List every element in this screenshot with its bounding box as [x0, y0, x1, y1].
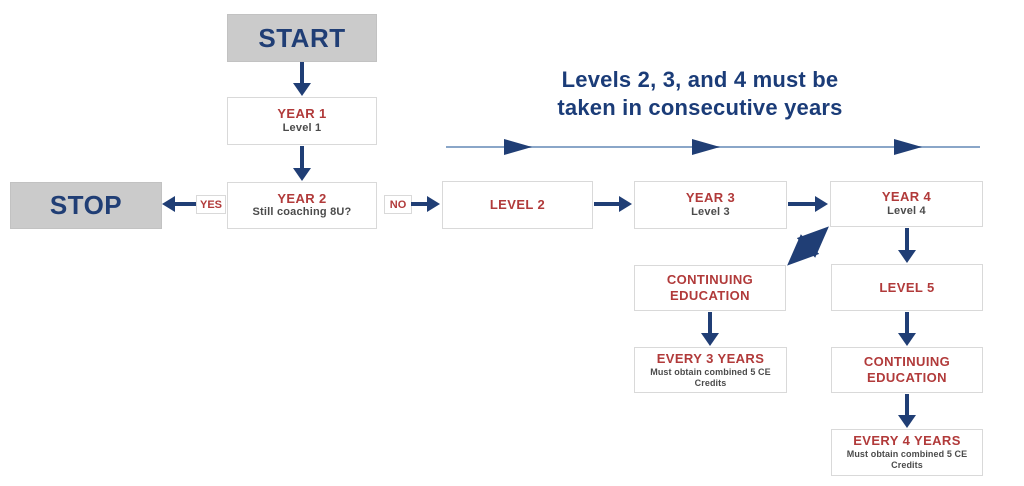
label-yes: YES: [196, 195, 226, 214]
year2-title: YEAR 2: [277, 190, 327, 206]
arrow-year4-continuing-education-bidirectional: [787, 226, 829, 266]
consecutive-years-note-line2: taken in consecutive years: [557, 95, 843, 120]
node-continuing-education-year3: CONTINUING EDUCATION: [634, 265, 786, 311]
start-label: START: [258, 22, 346, 53]
arrow-year1-to-year2: [293, 146, 311, 181]
label-no: NO: [384, 195, 412, 214]
consecutive-years-note: Levels 2, 3, and 4 must be taken in cons…: [450, 66, 950, 122]
arrow-continuing-education-to-every-3-years: [701, 312, 719, 346]
year3-subtitle: Level 3: [691, 205, 730, 218]
level5-title: LEVEL 5: [879, 279, 935, 295]
node-year3: YEAR 3 Level 3: [634, 181, 787, 229]
timeline-arrowhead-2: [692, 139, 720, 155]
timeline-arrowhead-3: [894, 139, 922, 155]
arrow-level5-to-continuing-education: [898, 312, 916, 346]
node-every-3-years: EVERY 3 YEARS Must obtain combined 5 CE …: [634, 347, 787, 393]
node-year4: YEAR 4 Level 4: [830, 181, 983, 227]
node-year1: YEAR 1 Level 1: [227, 97, 377, 145]
level2-title: LEVEL 2: [489, 197, 546, 213]
node-level2: LEVEL 2: [442, 181, 593, 229]
no-text: NO: [389, 198, 407, 211]
year1-title: YEAR 1: [277, 106, 327, 122]
arrow-no-to-level2: [411, 196, 440, 212]
year4-subtitle: Level 4: [887, 204, 926, 217]
node-continuing-education-year4: CONTINUING EDUCATION: [831, 347, 983, 393]
stop-label: STOP: [49, 190, 123, 220]
node-level5: LEVEL 5: [831, 264, 983, 311]
arrow-level2-to-year3: [594, 196, 632, 212]
yes-text: YES: [199, 198, 222, 211]
year2-subtitle: Still coaching 8U?: [252, 206, 352, 219]
year3-title: YEAR 3: [685, 190, 736, 206]
continuing-education-year3-title: CONTINUING EDUCATION: [666, 272, 754, 303]
continuing-education-year4-title: CONTINUING EDUCATION: [863, 354, 951, 385]
every-4-years-subtitle: Must obtain combined 5 CE Credits: [846, 449, 968, 471]
arrow-year4-to-level5: [898, 228, 916, 263]
node-stop: STOP: [10, 182, 162, 229]
node-year2: YEAR 2 Still coaching 8U?: [227, 182, 377, 229]
node-every-4-years: EVERY 4 YEARS Must obtain combined 5 CE …: [831, 429, 983, 476]
arrow-start-to-year1: [293, 62, 311, 96]
arrow-yes-to-stop: [162, 196, 196, 212]
year4-title: YEAR 4: [881, 189, 932, 205]
timeline-arrowhead-1: [504, 139, 532, 155]
arrow-continuing-education-to-every-4-years: [898, 394, 916, 428]
every-3-years-title: EVERY 3 YEARS: [656, 350, 765, 366]
consecutive-years-note-line1: Levels 2, 3, and 4 must be: [561, 67, 839, 92]
every-4-years-title: EVERY 4 YEARS: [853, 433, 961, 449]
node-start: START: [227, 14, 377, 62]
year1-subtitle: Level 1: [282, 121, 322, 134]
every-3-years-subtitle: Must obtain combined 5 CE Credits: [650, 366, 771, 388]
arrow-year3-to-year4: [788, 196, 828, 212]
